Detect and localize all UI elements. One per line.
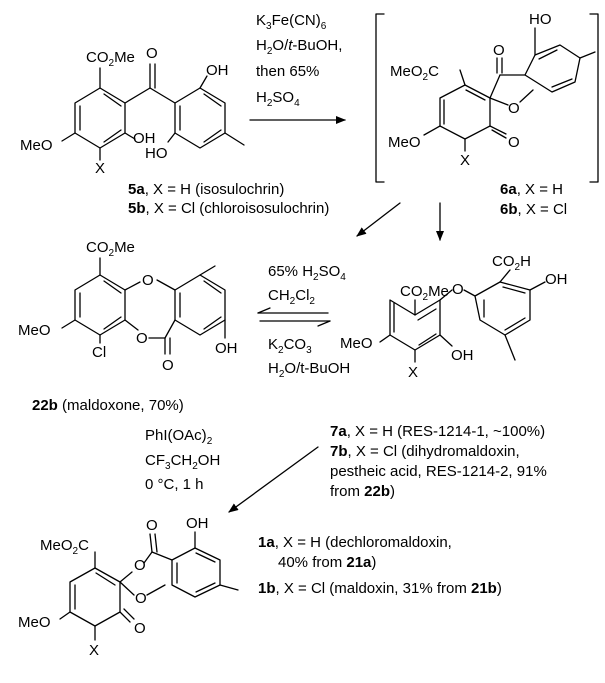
reagent-h2so4: H2SO4 <box>256 89 300 109</box>
ho-6: HO <box>529 11 552 28</box>
x-6: X <box>460 152 470 169</box>
reagent-k2co3: K2CO3 <box>268 336 312 356</box>
meo-1: MeO <box>18 614 51 631</box>
reagent-pifa: PhI(OAc)2 <box>145 427 213 447</box>
reagent-tfe: CF3CH2OH <box>145 452 220 472</box>
label-5a: 5a, X = H (isosulochrin) <box>128 181 284 198</box>
reagent-h2o-tbuoh: H2O/t-BuOH, <box>256 37 342 57</box>
carbonyl-o-22b: O <box>162 357 174 374</box>
meo-22b: MeO <box>18 322 51 339</box>
meo-6: MeO <box>388 134 421 151</box>
reagent-temp: 0 °C, 1 h <box>145 476 204 493</box>
label-7b-line1: 7b, X = Cl (dihydromaldoxin, <box>330 443 520 460</box>
meo2c-1: MeO2C <box>40 537 89 557</box>
meo-7: MeO <box>340 335 373 352</box>
ring-o-1b: O <box>135 590 147 607</box>
label-1b: 1b, X = Cl (maldoxin, 31% from 21b) <box>258 580 502 597</box>
structure-6 <box>375 13 599 183</box>
ring-o-1a: O <box>134 557 146 574</box>
x-5: X <box>95 160 105 177</box>
label-1a-line1: 1a, X = H (dechloromaldoxin, <box>258 534 452 551</box>
label-5b: 5b, X = Cl (chloroisosulochrin) <box>128 200 329 217</box>
oh-22b: OH <box>215 340 238 357</box>
label-6b: 6b, X = Cl <box>500 201 567 218</box>
co2me-22b: CO2Me <box>86 239 135 259</box>
structure-1 <box>59 531 239 641</box>
label-7b-line2: pestheic acid, RES-1214-2, 91% <box>330 463 547 480</box>
ether-o-22b: O <box>142 272 154 289</box>
compound-labels: 5a, X = H (isosulochrin) 5b, X = Cl (chl… <box>32 181 567 597</box>
dienone-o-6: O <box>508 134 520 151</box>
structure-7 <box>379 269 546 363</box>
reaction-conditions: K3Fe(CN)6 H2O/t-BuOH, then 65% H2SO4 65%… <box>145 12 350 493</box>
reagent-h2o-tbuoh-2: H2O/t-BuOH <box>268 360 350 380</box>
reaction-arrows <box>228 116 444 513</box>
oh-5a: OH <box>206 62 229 79</box>
reagent-acid: 65% H2SO4 <box>268 263 346 283</box>
dienone-o-1: O <box>134 620 146 637</box>
x-7: X <box>408 364 418 381</box>
ester-o-22b: O <box>136 330 148 347</box>
ketone-o-5: O <box>146 45 158 62</box>
atom-labels: CO2Me O OH OH HO MeO X MeO2C HO O O O Me… <box>18 11 568 659</box>
label-1a-line2: 40% from 21a) <box>278 554 376 571</box>
oh-7b: OH <box>451 347 474 364</box>
ketone-o-6: O <box>493 42 505 59</box>
reagent-ch2cl2: CH2Cl2 <box>268 287 315 307</box>
structure-5 <box>61 63 245 161</box>
label-22b: 22b (maldoxone, 70%) <box>32 397 184 414</box>
furan-o-6: O <box>508 100 520 117</box>
meo2c-6: MeO2C <box>390 63 439 83</box>
x-1: X <box>89 642 99 659</box>
meo-5: MeO <box>20 137 53 154</box>
oh-5b: OH <box>133 130 156 147</box>
lactone-o-1: O <box>146 517 158 534</box>
co2me-7: CO2Me <box>400 283 449 303</box>
oh-1: OH <box>186 515 209 532</box>
reagent-then: then 65% <box>256 63 319 80</box>
ho-5: HO <box>145 145 168 162</box>
co2h-7: CO2H <box>492 253 531 273</box>
cl-22b: Cl <box>92 344 106 361</box>
ether-o-7: O <box>452 281 464 298</box>
label-7b-line3: from 22b) <box>330 483 395 500</box>
label-6a: 6a, X = H <box>500 181 563 198</box>
reagent-k3fecn6: K3Fe(CN)6 <box>256 12 327 32</box>
structure-22b <box>61 257 226 355</box>
oh-7a: OH <box>545 271 568 288</box>
label-7a: 7a, X = H (RES-1214-1, ~100%) <box>330 423 545 440</box>
co2me-5: CO2Me <box>86 49 135 69</box>
